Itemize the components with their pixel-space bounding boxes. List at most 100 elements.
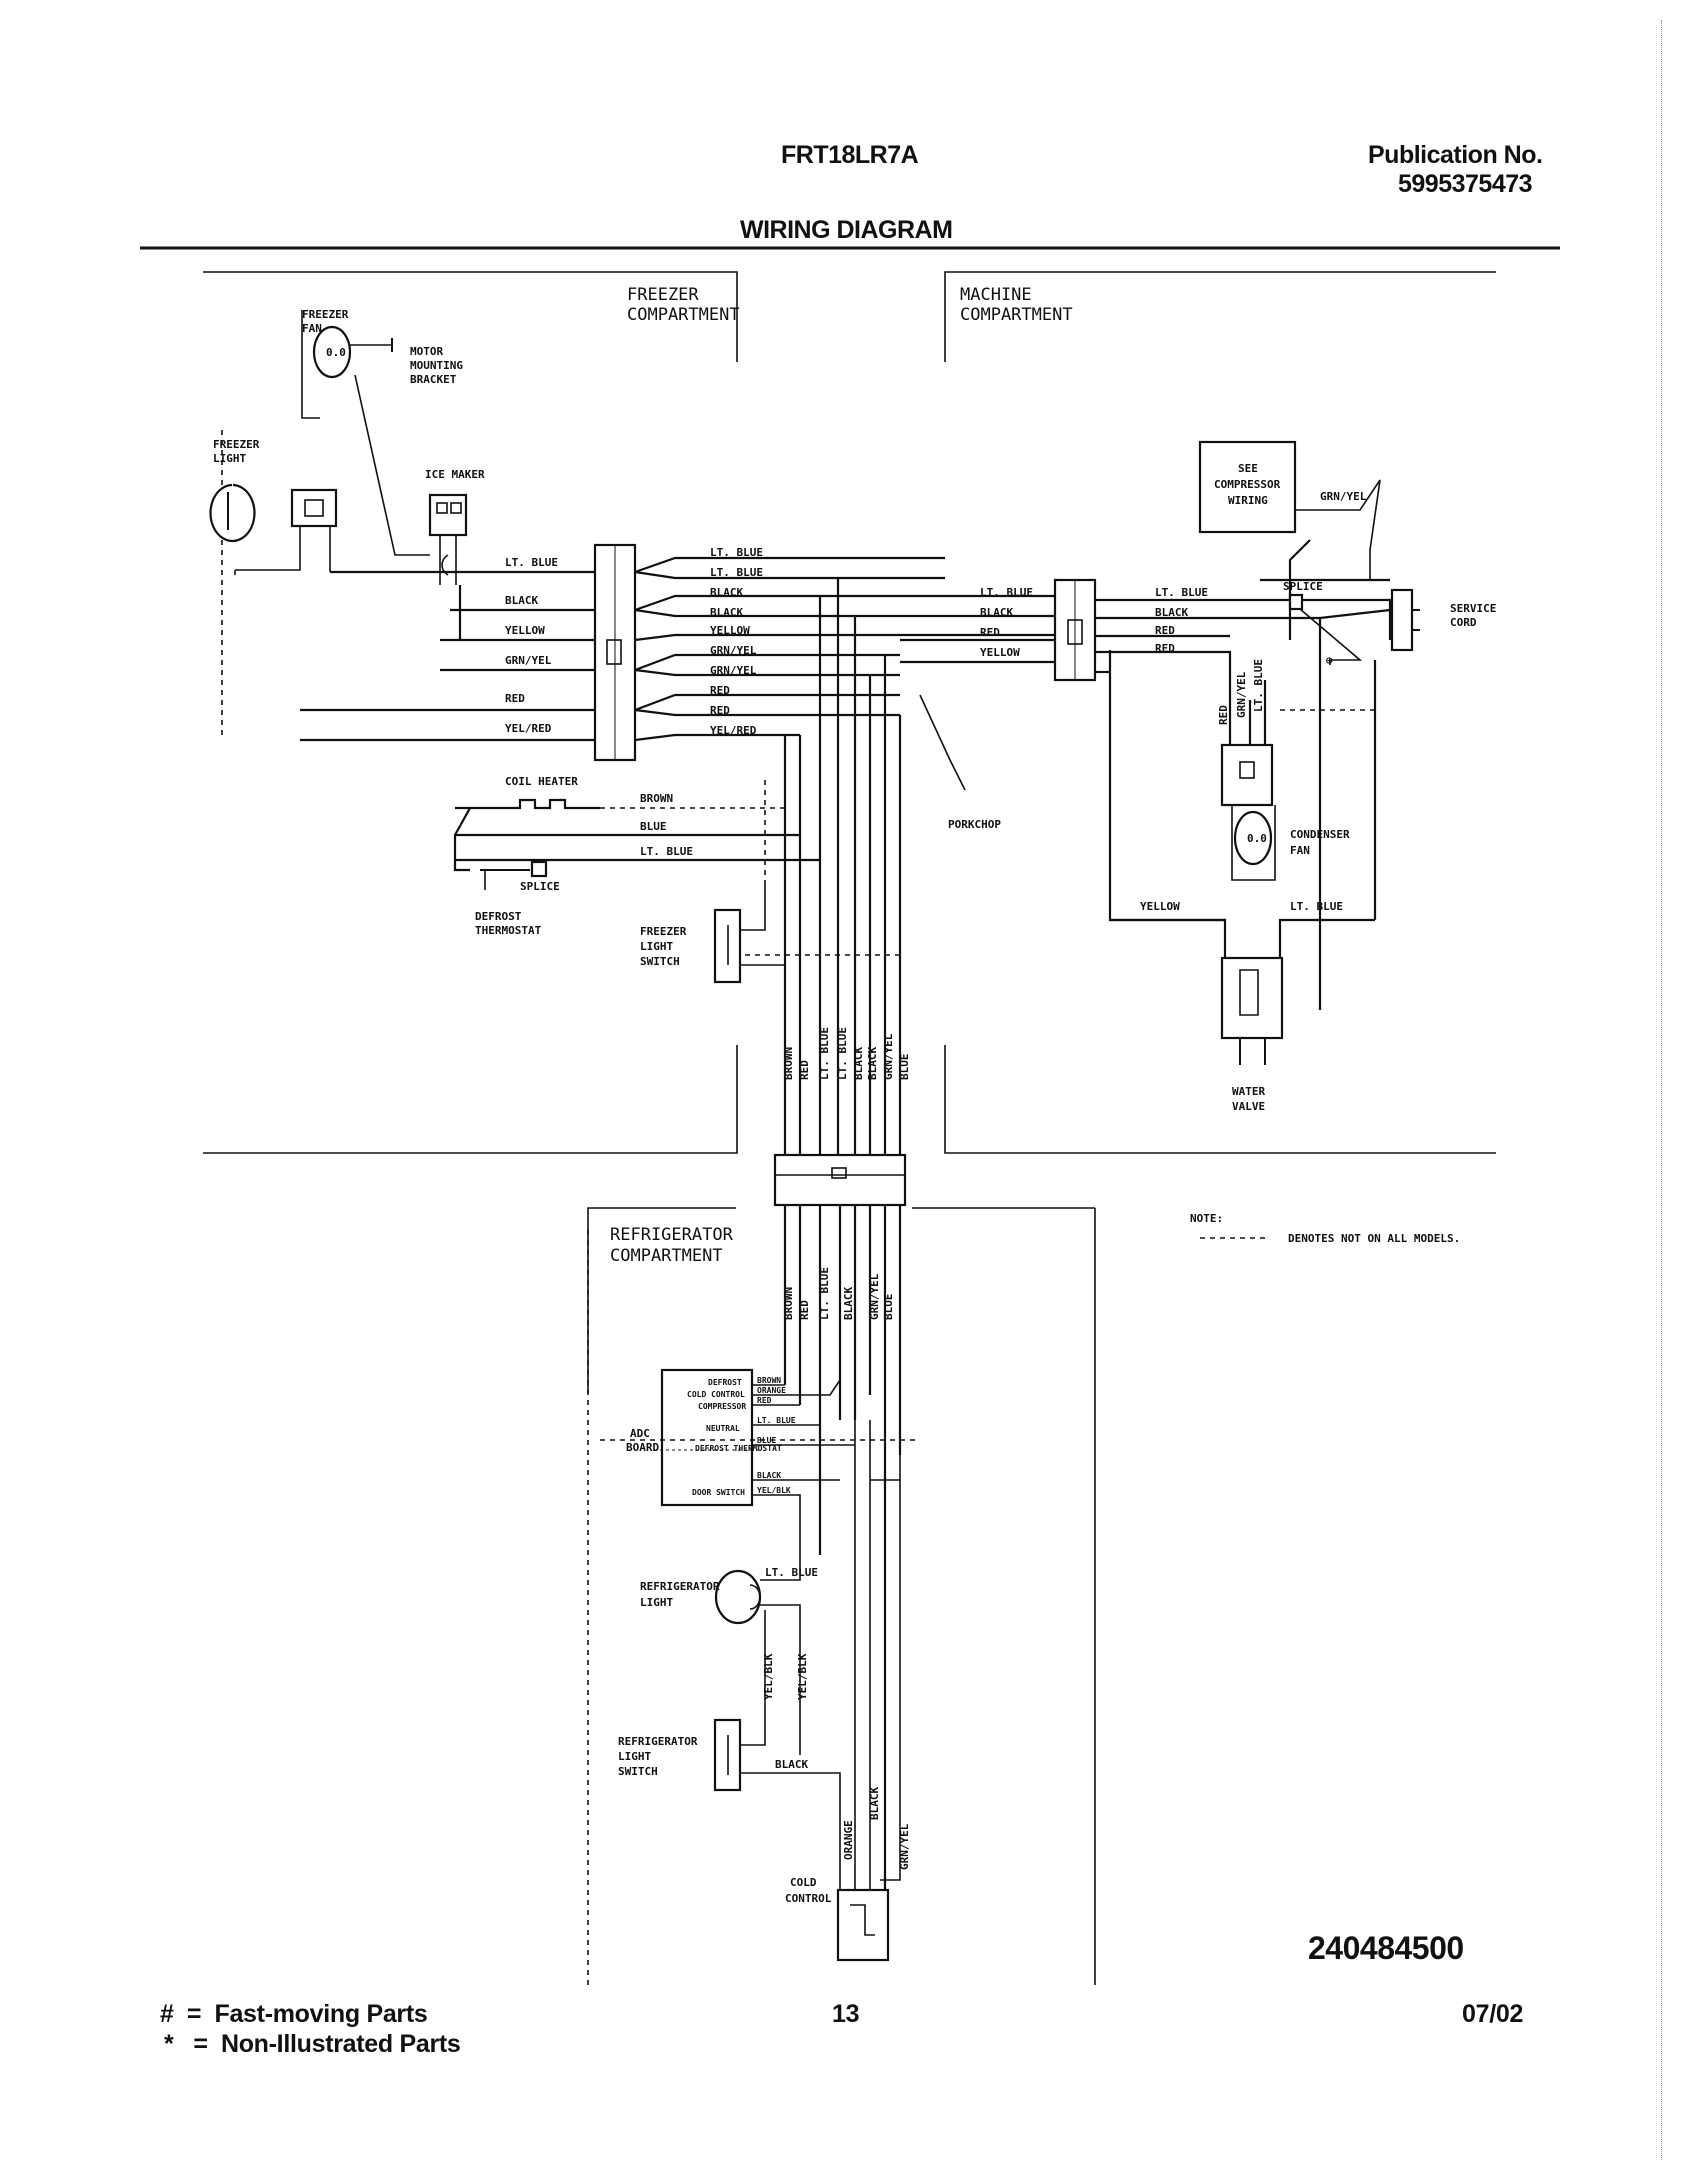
service-cord-label-2: CORD: [1450, 616, 1477, 629]
svg-text:BLUE: BLUE: [882, 1294, 895, 1321]
freezer-light-switch-label: FREEZER: [640, 925, 687, 938]
ground-wire: [1295, 479, 1381, 580]
note-text: DENOTES NOT ON ALL MODELS.: [1288, 1232, 1460, 1245]
freezer-vertical-harness: [783, 578, 902, 1160]
fr-wire-label-2: LT. BLUE: [710, 566, 763, 579]
cold-control-label: COLD: [790, 1876, 817, 1889]
mr-wire-label-3: RED: [1155, 624, 1175, 637]
fl-wire-label-6: YEL/RED: [505, 722, 552, 735]
fr-wire-label-9: RED: [710, 704, 730, 717]
fr-wire-label-8: RED: [710, 684, 730, 697]
splice-2-label: SPLICE: [520, 880, 560, 893]
refrigerator-light-switch: [713, 1718, 841, 1900]
fr-wire-label-3: BLACK: [710, 586, 743, 599]
freezer-fan-label-2: FAN: [302, 322, 322, 335]
scan-edge: [1661, 20, 1662, 2160]
svg-text:COMPRESSOR: COMPRESSOR: [698, 1402, 746, 1411]
machine-right-wires: [1095, 539, 1392, 1010]
refrigerator-light: [714, 1555, 801, 1755]
cc-wire-label-1: ORANGE: [842, 1820, 855, 1860]
motor-bracket-label-2: MOUNTING: [410, 359, 463, 372]
refrigerator-light-switch-label-2: LIGHT: [618, 1750, 651, 1763]
refrigerator-light-switch-label-3: SWITCH: [618, 1765, 658, 1778]
part-number: 240484500: [1308, 1930, 1464, 1966]
fl-wire-label-4: GRN/YEL: [505, 654, 552, 667]
svg-text:DEFROST THERMOSTAT: DEFROST THERMOSTAT: [695, 1444, 782, 1453]
svg-text:DOOR SWITCH: DOOR SWITCH: [692, 1488, 745, 1497]
compressor-label-2: COMPRESSOR: [1214, 478, 1281, 491]
mr-wire-label-1: LT. BLUE: [1155, 586, 1208, 599]
adc-board: [660, 1368, 760, 1507]
cold-control: [836, 1888, 890, 1962]
refrigerator-light-label: REFRIGERATOR: [640, 1580, 720, 1593]
cold-control-wires: [854, 1420, 901, 1900]
water-valve-label-2: VALVE: [1232, 1100, 1265, 1113]
grn-yel-ground-label: GRN/YEL: [1320, 490, 1367, 503]
svg-text:COLD CONTROL: COLD CONTROL: [687, 1390, 745, 1399]
freezer-fan-label: FREEZER: [302, 308, 349, 321]
freezer-light-switch-label-3: SWITCH: [640, 955, 680, 968]
mv-wire-label-2: GRN/YEL: [1235, 671, 1248, 718]
mr-wire-label-4: RED: [1155, 642, 1175, 655]
adc-label: ADC: [630, 1427, 650, 1440]
yellow-valve-wire: [1110, 918, 1227, 960]
legend-non-illustrated: * = Non-Illustrated Parts: [164, 2030, 461, 2058]
cc-wire-label-2: BLACK: [868, 1787, 881, 1820]
coil-heater-label: COIL HEATER: [505, 775, 578, 788]
svg-text:BLACK: BLACK: [866, 1047, 879, 1080]
mv-wire-label-1: RED: [1217, 705, 1230, 725]
heater-wire-label-1: BROWN: [640, 792, 673, 805]
freezer-left-wires: [234, 570, 595, 742]
refrigerator-light-label-2: LIGHT: [640, 1596, 673, 1609]
svg-text:YEL/BLK: YEL/BLK: [757, 1486, 791, 1495]
ref-light-wire-label: LT. BLUE: [765, 1566, 818, 1579]
yelblk-label-1: YEL/BLK: [762, 1653, 775, 1700]
svg-text:BROWN: BROWN: [782, 1287, 795, 1320]
cold-control-label-2: CONTROL: [785, 1892, 832, 1905]
svg-text:LT. BLUE: LT. BLUE: [836, 1027, 849, 1080]
svg-text:ORANGE: ORANGE: [757, 1386, 786, 1395]
svg-text:BLACK: BLACK: [842, 1287, 855, 1320]
heater-wire-label-3: LT. BLUE: [640, 845, 693, 858]
ml-wire-label-2: BLACK: [980, 606, 1013, 619]
splice-label: SPLICE: [1283, 580, 1323, 593]
compartment-outlines: [203, 271, 1496, 1990]
svg-text:0.0: 0.0: [1247, 832, 1267, 845]
svg-text:LT. BLUE: LT. BLUE: [818, 1027, 831, 1080]
motor-bracket-label-3: BRACKET: [410, 373, 457, 386]
ref-switch-wire-label: BLACK: [775, 1758, 808, 1771]
ml-wire-label-1: LT. BLUE: [980, 586, 1033, 599]
svg-text:NEUTRAL: NEUTRAL: [706, 1424, 740, 1433]
refrigerator-light-switch-label: REFRIGERATOR: [618, 1735, 698, 1748]
defrost-thermostat-label: DEFROST: [475, 910, 522, 923]
ltblue-valve-label: LT. BLUE: [1290, 900, 1343, 913]
svg-text:0.0: 0.0: [326, 346, 346, 359]
condenser-fan-label: CONDENSER: [1290, 828, 1350, 841]
motor-bracket-label: MOTOR: [410, 345, 443, 358]
svg-text:BLUE: BLUE: [898, 1054, 911, 1081]
svg-text:BLACK: BLACK: [757, 1471, 781, 1480]
mr-wire-label-2: BLACK: [1155, 606, 1188, 619]
svg-text:GRN/YEL: GRN/YEL: [868, 1273, 881, 1320]
ground-mark: ⊕: [1326, 654, 1333, 667]
revision-date: 07/02: [1462, 2000, 1524, 2028]
machine-left-wires: [900, 594, 1055, 664]
compressor-label-3: WIRING: [1228, 494, 1268, 507]
service-cord-label: SERVICE: [1450, 602, 1496, 615]
coil-heater: [453, 798, 785, 860]
svg-text:RED: RED: [798, 1300, 811, 1320]
mv-wire-label-3: LT. BLUE: [1252, 659, 1265, 712]
fl-wire-label-5: RED: [505, 692, 525, 705]
legend-fast-moving: # = Fast-moving Parts: [160, 2000, 428, 2028]
freezer-light-switch: [713, 880, 785, 984]
service-cord: [1390, 588, 1420, 652]
model-number: FRT18LR7A: [781, 141, 919, 169]
refrigerator-compartment-label: REFRIGERATOR: [610, 1225, 734, 1245]
page-title: WIRING DIAGRAM: [740, 216, 953, 244]
adc-wire-labels: BROWN ORANGE RED LT. BLUE BLUE BLACK YEL…: [757, 1376, 796, 1495]
fr-wire-label-6: GRN/YEL: [710, 644, 757, 657]
freezer-light-label: FREEZER: [213, 438, 260, 451]
freezer-light-switch-label-2: LIGHT: [640, 940, 673, 953]
porkchop-label: PORKCHOP: [948, 818, 1001, 831]
